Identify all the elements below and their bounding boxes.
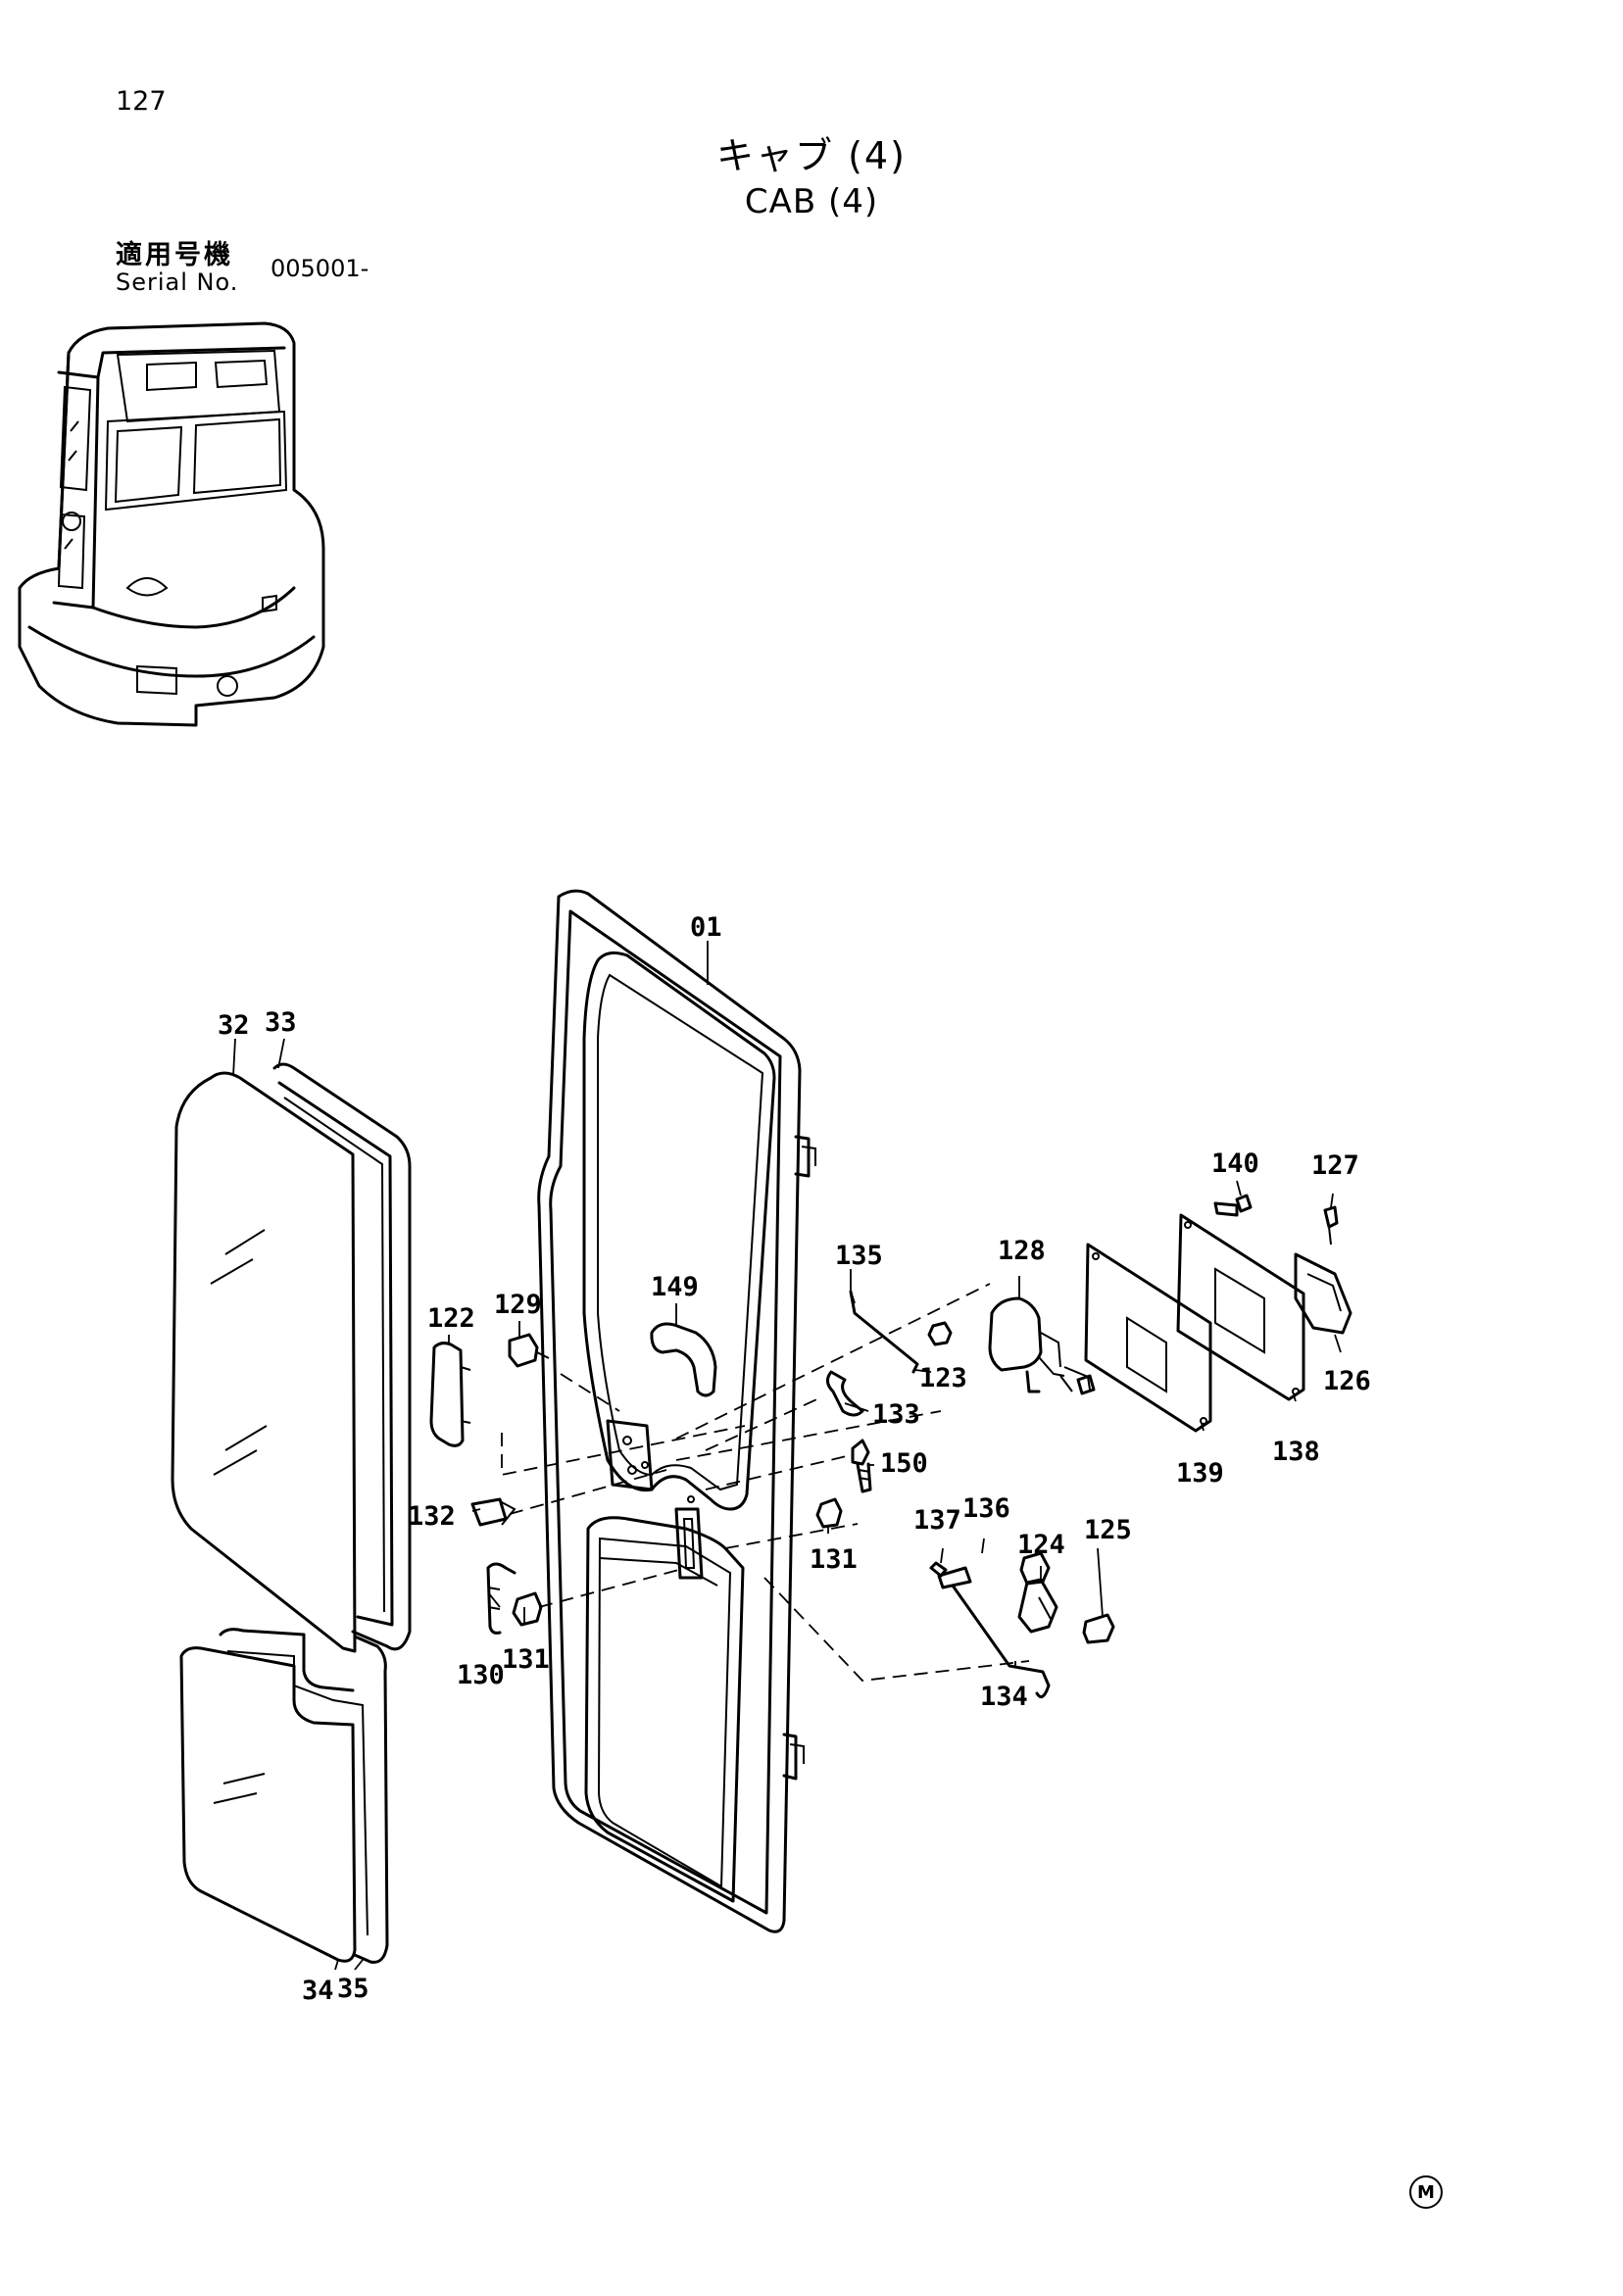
callout-32: 32 <box>218 1010 250 1041</box>
page-title-english: CAB (4) <box>744 182 879 221</box>
callout-131-left: 131 <box>502 1644 550 1675</box>
callout-127: 127 <box>1311 1150 1359 1181</box>
page-title-japanese: キャブ (4) <box>716 134 907 177</box>
callout-132: 132 <box>408 1501 456 1532</box>
cab-location-thumbnail <box>18 321 325 727</box>
callout-149: 149 <box>651 1272 699 1302</box>
inner-plates-and-handle <box>1084 1194 1352 1433</box>
serial-number-value: 005001- <box>270 255 369 282</box>
callout-124: 124 <box>1017 1530 1065 1560</box>
callout-135: 135 <box>835 1241 883 1271</box>
callout-133: 133 <box>872 1399 920 1430</box>
circled-m-mark: M <box>1409 2175 1443 2209</box>
callout-131-center: 131 <box>810 1544 858 1575</box>
callout-35: 35 <box>337 1974 369 2004</box>
lower-glass-and-seal <box>179 1628 389 1964</box>
callout-134: 134 <box>980 1682 1028 1712</box>
door-frame <box>537 889 816 1933</box>
callout-126: 126 <box>1323 1366 1371 1396</box>
callout-125: 125 <box>1084 1515 1132 1545</box>
callout-123: 123 <box>919 1363 967 1393</box>
callout-150: 150 <box>880 1448 928 1479</box>
callout-01: 01 <box>690 912 722 943</box>
callout-128: 128 <box>998 1236 1046 1266</box>
upper-glass-and-seal <box>171 1062 412 1653</box>
callout-139: 139 <box>1176 1458 1224 1489</box>
callout-122: 122 <box>427 1303 475 1334</box>
callout-136: 136 <box>962 1493 1010 1524</box>
callout-34: 34 <box>302 1976 334 2006</box>
callout-129: 129 <box>494 1290 542 1320</box>
callout-138: 138 <box>1272 1437 1320 1467</box>
callout-33: 33 <box>265 1007 297 1038</box>
serial-label-japanese: 適用号機 <box>116 240 233 270</box>
callout-labels: 01 32 33 34 35 122 123 124 125 126 127 1… <box>218 912 1371 2006</box>
assembly-dashed-lines <box>501 1283 1030 1682</box>
callout-leader-lines <box>232 941 1342 1971</box>
callout-137: 137 <box>913 1505 961 1536</box>
left-hardware-parts <box>429 1333 550 1635</box>
serial-label-english: Serial No. <box>116 269 239 296</box>
center-hardware-parts <box>650 1290 953 1529</box>
callout-140: 140 <box>1211 1148 1259 1179</box>
page-number: 127 <box>116 86 167 117</box>
callout-130: 130 <box>457 1660 505 1690</box>
